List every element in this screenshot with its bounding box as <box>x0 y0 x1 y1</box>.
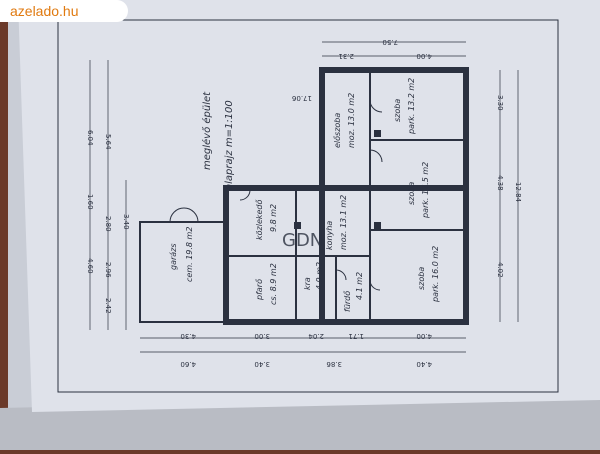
room-area: cs. 8.9 m2 <box>269 263 278 305</box>
room-labels: garázs cem. 19.8 m2 pfarő cs. 8.9 m2 kra… <box>169 78 440 312</box>
dim-bottom-outer: 4.40 <box>416 360 432 368</box>
room-name: pfarő <box>255 279 264 301</box>
dim-bottom: 4.30 <box>180 332 196 340</box>
dim-bottom: 3.00 <box>254 332 270 340</box>
dim-left: 2.96 <box>104 262 112 278</box>
dim-right: 4.38 <box>496 175 504 191</box>
room-area: cem. 19.8 m2 <box>185 227 194 282</box>
room-area: 4.1 m2 <box>355 272 364 300</box>
drawing-border <box>57 19 559 393</box>
door-arcs <box>239 99 383 291</box>
garage-outline <box>139 221 227 323</box>
dim-bottom: 1.71 <box>348 332 364 340</box>
room-name: kra <box>303 277 312 290</box>
dim-left: 5.64 <box>104 134 112 150</box>
dim-left: 1.60 <box>86 194 94 210</box>
room-name: konyha <box>325 221 334 250</box>
dim-left: 2.42 <box>104 298 112 314</box>
dim-left: 4.60 <box>86 258 94 274</box>
room-area: 9.8 m2 <box>269 204 278 232</box>
room-name: szoba <box>407 182 416 205</box>
plan-subtitle: alaprajz m=1:100 <box>224 100 235 190</box>
dim-top: 7.50 <box>382 38 398 46</box>
dim-right: 4.02 <box>496 262 504 278</box>
dim-mid: 17.06 <box>291 94 312 102</box>
interior-walls <box>226 70 466 322</box>
room-area: moz. 13.0 m2 <box>347 93 356 148</box>
room-name: szoba <box>393 99 402 122</box>
room-name: előszoba <box>333 113 342 148</box>
dim-bottom-outer: 3.40 <box>254 360 270 368</box>
chimney-3 <box>294 222 301 229</box>
dim-left: 3.40 <box>122 214 130 230</box>
dim-bottom-outer: 3.86 <box>326 360 342 368</box>
room-name: garázs <box>169 243 178 270</box>
room-area: park. 13.2 m2 <box>407 78 416 135</box>
dim-bottom: 2.04 <box>308 332 324 340</box>
drawing-sheet <box>18 0 600 412</box>
chimney-1 <box>374 130 381 137</box>
dim-left: 2.80 <box>104 216 112 232</box>
room-name: szoba <box>417 267 426 290</box>
room-area: park. 16.0 m2 <box>431 246 440 303</box>
dim-left: 6.04 <box>86 130 94 146</box>
dim-bottom: 4.00 <box>416 332 432 340</box>
chimney-2 <box>374 222 381 229</box>
room-area: moz. 13.1 m2 <box>339 195 348 250</box>
dim-right: 3.30 <box>496 95 504 111</box>
dim-top: 2.31 <box>338 52 354 60</box>
plan-title: meglévő épület <box>201 91 213 170</box>
dim-top: 4.00 <box>416 52 432 60</box>
dim-bottom-outer: 4.60 <box>180 360 196 368</box>
dimension-labels: 7.50 2.31 4.00 17.06 3.30 4.38 4.02 12.8… <box>86 38 522 368</box>
site-watermark: azelado.hu <box>0 0 128 22</box>
room-area: 4.9 m2 <box>315 262 324 290</box>
garage-door <box>169 207 199 223</box>
dim-right: 12.84 <box>514 182 522 203</box>
room-name: közlekedő <box>255 199 264 240</box>
room-area: park. 17.5 m2 <box>421 162 430 219</box>
dimension-lines <box>89 41 519 353</box>
room-name: fürdő <box>343 291 352 312</box>
brand-watermark: GDN <box>282 230 323 251</box>
